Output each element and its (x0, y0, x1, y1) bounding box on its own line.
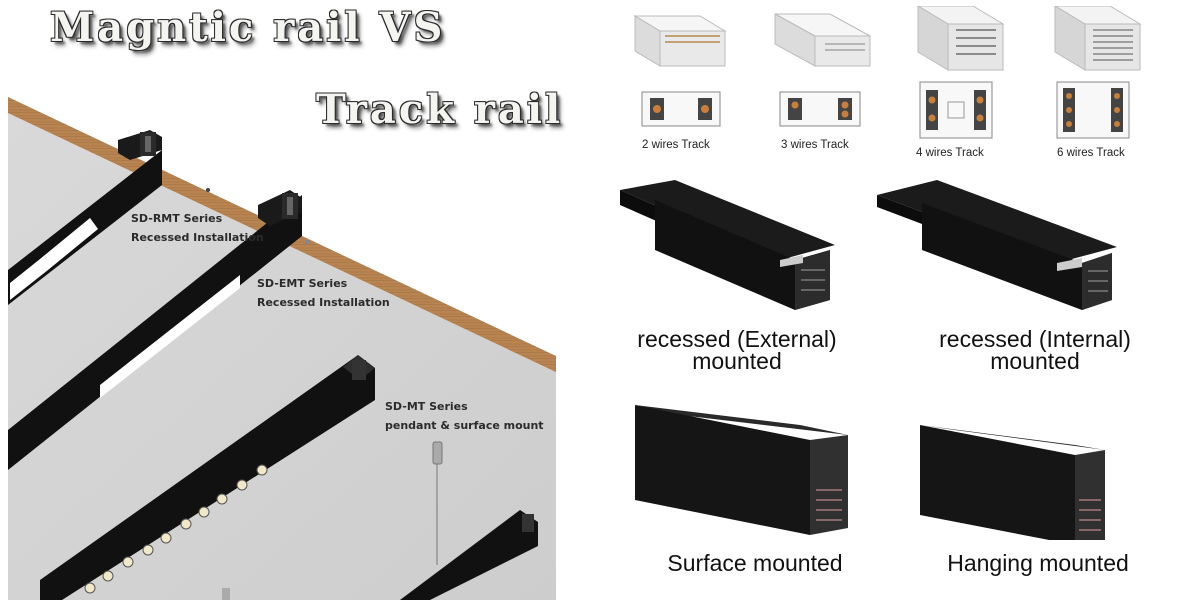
profile-recessed-external (620, 180, 835, 310)
track-label-2-wire: 2 wires Track (642, 139, 710, 151)
rail-diffuser (10, 218, 98, 300)
track-label-4-wire: 4 wires Track (916, 147, 984, 159)
rail-sd-mt (40, 355, 375, 600)
surface-profile-renders (635, 405, 1105, 540)
track-label-3-wire: 3 wires Track (781, 139, 849, 151)
track-rail-catalogue: 2 wires Track 3 wires Track 4 wires Trac… (600, 0, 1200, 600)
recessed-profile-renders (620, 180, 1117, 310)
cross-section-2-wire (641, 91, 721, 127)
rail-partial (400, 510, 538, 600)
track-product-4-wire (917, 6, 1005, 71)
cross-section-3-wire (779, 91, 861, 127)
title-line-2: Track rail (316, 86, 564, 133)
pendant-cable (222, 441, 443, 600)
spotlight-dots (84, 464, 268, 594)
caption-recessed-external: recessed (External) mounted (637, 326, 837, 374)
profile-surface (635, 405, 848, 535)
rail-sd-rmt (8, 130, 162, 305)
series-label-sd-mt: SD-MT Series pendant & surface mount (385, 400, 544, 432)
rail-diffuser (100, 275, 240, 398)
track-product-renders (633, 6, 1142, 71)
profile-hanging (920, 425, 1105, 540)
cross-section-4-wire (919, 81, 993, 139)
ceiling-scene (8, 97, 556, 600)
caption-recessed-internal: recessed (Internal) mounted (939, 326, 1131, 374)
profile-recessed-internal (877, 180, 1117, 310)
title-line-1: Magntic rail VS (50, 4, 446, 51)
ceiling-surface (8, 110, 556, 600)
track-cross-sections (641, 81, 1130, 139)
series-label-sd-rmt: SD-RMT Series Recessed Installation (131, 212, 264, 244)
track-product-2-wire (633, 15, 727, 67)
track-label-6-wire: 6 wires Track (1057, 147, 1125, 159)
track-product-6-wire (1054, 6, 1142, 71)
caption-hanging: Hanging mounted (947, 550, 1129, 576)
cross-section-6-wire (1056, 81, 1130, 139)
caption-surface: Surface mounted (667, 550, 843, 576)
series-label-sd-emt: SD-EMT Series Recessed Installation (257, 277, 390, 309)
rail-sd-emt (8, 190, 302, 470)
magnetic-rail-illustration: Magntic rail VS Track rail SD-RMT Series… (8, 4, 564, 600)
track-product-3-wire (774, 13, 871, 67)
